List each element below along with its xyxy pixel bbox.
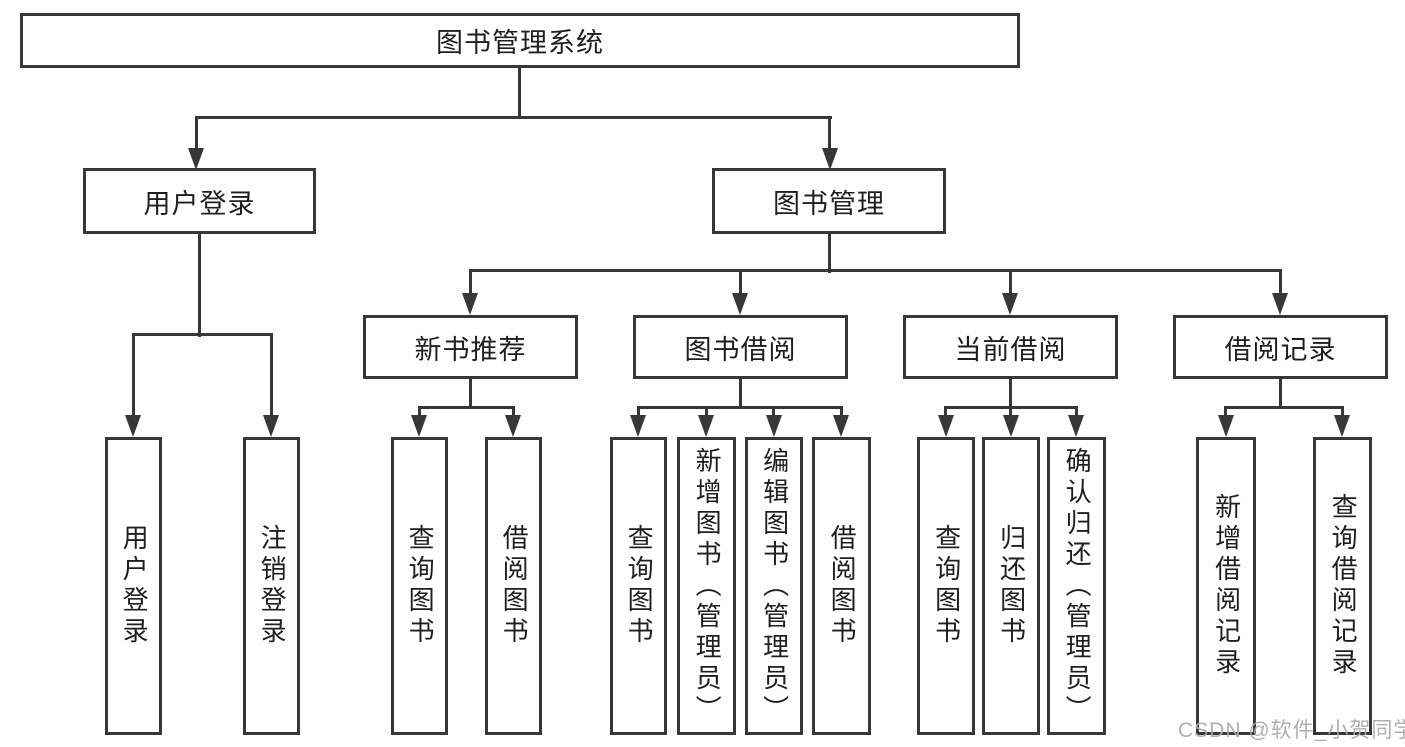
leaf-label: 注销登录 bbox=[257, 524, 288, 648]
connector-line bbox=[1009, 379, 1012, 408]
connector-line bbox=[828, 234, 831, 273]
leaf-label: 用户登录 bbox=[119, 524, 150, 648]
arrowhead-down-icon bbox=[1272, 293, 1288, 315]
connector-line bbox=[132, 333, 273, 336]
leaf-label: 确认归还（管理员） bbox=[1062, 446, 1093, 726]
leaf-borrow-books-borrowing: 借阅图书 bbox=[812, 437, 871, 735]
connector-line bbox=[944, 406, 947, 417]
connector-line bbox=[1009, 269, 1012, 295]
connector-line bbox=[840, 406, 843, 417]
leaf-label: 查询借阅记录 bbox=[1328, 493, 1359, 679]
leaf-query-borrow-record: 查询借阅记录 bbox=[1313, 437, 1372, 735]
leaf-label: 借阅图书 bbox=[827, 524, 858, 648]
connector-line bbox=[518, 68, 521, 118]
leaf-label: 借阅图书 bbox=[499, 524, 530, 648]
arrowhead-down-icon bbox=[1003, 415, 1019, 437]
connector-line bbox=[637, 406, 640, 417]
connector-line bbox=[1279, 379, 1282, 408]
arrowhead-down-icon bbox=[1068, 415, 1084, 437]
connector-line bbox=[1224, 406, 1227, 417]
connector-line bbox=[705, 406, 708, 417]
node-borrowing-records: 借阅记录 bbox=[1173, 315, 1388, 379]
arrowhead-down-icon bbox=[938, 415, 954, 437]
leaf-label: 查询图书 bbox=[405, 524, 436, 648]
leaf-query-books-recommend: 查询图书 bbox=[391, 437, 448, 735]
arrowhead-down-icon bbox=[505, 415, 521, 437]
node-book-borrowing: 图书借阅 bbox=[633, 315, 848, 379]
leaf-label: 新增图书（管理员） bbox=[692, 446, 723, 726]
connector-line bbox=[198, 234, 201, 337]
arrowhead-down-icon bbox=[188, 148, 204, 170]
connector-line bbox=[1224, 406, 1344, 409]
connector-line bbox=[739, 269, 742, 295]
connector-line bbox=[270, 333, 273, 415]
leaf-add-book-admin: 新增图书（管理员） bbox=[677, 437, 736, 735]
leaf-return-books: 归还图书 bbox=[982, 437, 1040, 735]
leaf-edit-book-admin: 编辑图书（管理员） bbox=[745, 437, 803, 735]
arrowhead-down-icon bbox=[766, 415, 782, 437]
node-new-book-recommend: 新书推荐 bbox=[363, 315, 578, 379]
leaf-user-login: 用户登录 bbox=[105, 437, 162, 735]
connector-line bbox=[1341, 406, 1344, 417]
leaf-confirm-return-admin: 确认归还（管理员） bbox=[1047, 437, 1106, 735]
leaf-add-borrow-record: 新增借阅记录 bbox=[1196, 437, 1256, 735]
connector-line bbox=[195, 116, 832, 119]
arrowhead-down-icon bbox=[1334, 415, 1350, 437]
leaf-borrow-books-recommend: 借阅图书 bbox=[485, 437, 542, 735]
connector-line bbox=[195, 116, 198, 150]
node-label: 新书推荐 bbox=[414, 334, 527, 365]
csdn-watermark: CSDN @软件_小贺同学 bbox=[1178, 719, 1405, 742]
connector-line bbox=[418, 406, 421, 417]
node-user-login: 用户登录 bbox=[83, 168, 316, 234]
leaf-logout: 注销登录 bbox=[243, 437, 300, 735]
node-current-borrowing: 当前借阅 bbox=[903, 315, 1118, 379]
leaf-label: 查询图书 bbox=[931, 524, 962, 648]
arrowhead-down-icon bbox=[125, 415, 141, 437]
connector-line bbox=[418, 406, 515, 409]
leaf-label: 归还图书 bbox=[996, 524, 1027, 648]
node-label: 借阅记录 bbox=[1224, 334, 1337, 365]
node-label: 当前借阅 bbox=[954, 334, 1067, 365]
node-book-management: 图书管理 bbox=[712, 168, 946, 234]
connector-line bbox=[739, 379, 742, 408]
arrowhead-down-icon bbox=[630, 415, 646, 437]
leaf-label: 编辑图书（管理员） bbox=[759, 446, 790, 726]
node-label: 图书管理 bbox=[773, 188, 885, 219]
arrowhead-down-icon bbox=[1002, 293, 1018, 315]
arrowhead-down-icon bbox=[1218, 415, 1234, 437]
leaf-query-books-current: 查询图书 bbox=[917, 437, 975, 735]
arrowhead-down-icon bbox=[732, 293, 748, 315]
connector-line bbox=[469, 269, 472, 295]
arrowhead-down-icon bbox=[411, 415, 427, 437]
connector-line bbox=[1075, 406, 1078, 417]
connector-line bbox=[132, 333, 135, 415]
node-root-library-system: 图书管理系统 bbox=[20, 13, 1020, 68]
leaf-label: 新增借阅记录 bbox=[1211, 493, 1242, 679]
arrowhead-down-icon bbox=[263, 415, 279, 437]
node-label: 图书管理系统 bbox=[436, 28, 604, 58]
connector-line bbox=[828, 116, 831, 150]
connector-line bbox=[637, 406, 843, 409]
connector-line bbox=[469, 379, 472, 408]
connector-line bbox=[772, 406, 775, 417]
connector-line bbox=[512, 406, 515, 417]
leaf-label: 查询图书 bbox=[624, 524, 655, 648]
node-label: 用户登录 bbox=[143, 188, 256, 219]
node-label: 图书借阅 bbox=[684, 334, 797, 365]
arrowhead-down-icon bbox=[462, 293, 478, 315]
leaf-query-books-borrowing: 查询图书 bbox=[610, 437, 667, 735]
arrowhead-down-icon bbox=[833, 415, 849, 437]
connector-line bbox=[469, 269, 1282, 272]
connector-line bbox=[1009, 406, 1012, 417]
arrowhead-down-icon bbox=[822, 148, 838, 170]
connector-line bbox=[1279, 269, 1282, 295]
arrowhead-down-icon bbox=[698, 415, 714, 437]
